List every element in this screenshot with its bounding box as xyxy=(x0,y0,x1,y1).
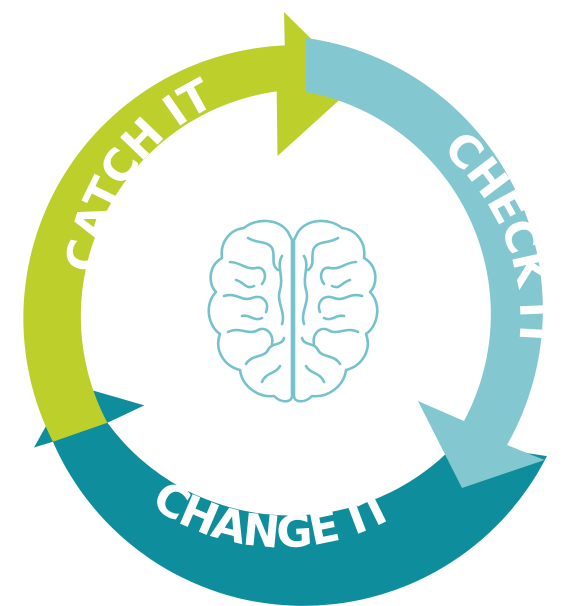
change-it-arrow xyxy=(34,383,547,606)
brain-icon xyxy=(207,219,379,403)
check-it-arrow xyxy=(306,38,545,488)
